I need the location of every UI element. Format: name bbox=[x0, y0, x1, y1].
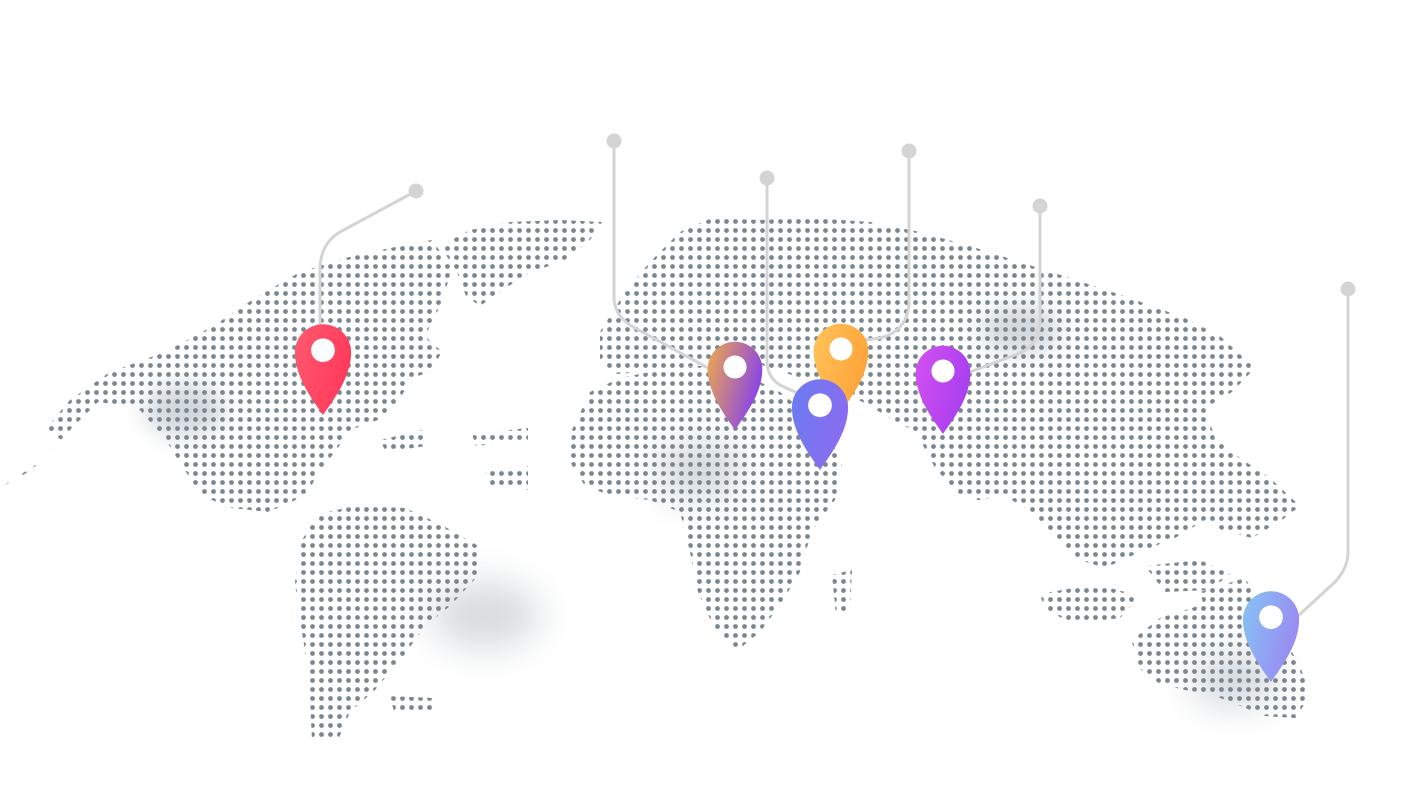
connector-dot bbox=[759, 170, 775, 186]
pin-hole bbox=[311, 338, 335, 363]
pin-hole bbox=[931, 359, 955, 383]
pin-west-africa[interactable] bbox=[707, 341, 763, 430]
pin-hole bbox=[829, 337, 853, 361]
pin-hole bbox=[1259, 605, 1283, 630]
pin-australia[interactable] bbox=[1242, 591, 1300, 682]
pin-hole bbox=[808, 393, 832, 418]
connector-dot bbox=[606, 133, 622, 149]
connector-east-africa bbox=[765, 176, 799, 395]
pin-east-africa[interactable] bbox=[791, 379, 849, 470]
connector-australia bbox=[1296, 287, 1350, 618]
connector-end-dots bbox=[408, 133, 1356, 297]
map-pin-icon bbox=[294, 324, 352, 415]
pin-north-america[interactable] bbox=[294, 324, 352, 415]
map-pin-icon bbox=[915, 345, 971, 434]
map-pin-icon bbox=[791, 379, 849, 470]
connector-lines bbox=[318, 139, 1350, 618]
connector-north-america bbox=[318, 189, 418, 332]
connector-dot bbox=[1340, 281, 1356, 297]
connector-dot bbox=[408, 183, 424, 199]
connector-south-asia bbox=[968, 204, 1042, 374]
location-pins bbox=[294, 323, 1300, 682]
dotted-land bbox=[0, 218, 1310, 740]
connector-dot bbox=[1032, 198, 1048, 214]
connector-west-africa bbox=[612, 139, 710, 370]
connector-dot bbox=[901, 143, 917, 159]
pin-south-asia[interactable] bbox=[915, 345, 971, 434]
map-pin-icon bbox=[1242, 591, 1300, 682]
map-pin-icon bbox=[707, 341, 763, 430]
pin-hole bbox=[723, 355, 747, 379]
connector-middle-east bbox=[863, 149, 911, 342]
